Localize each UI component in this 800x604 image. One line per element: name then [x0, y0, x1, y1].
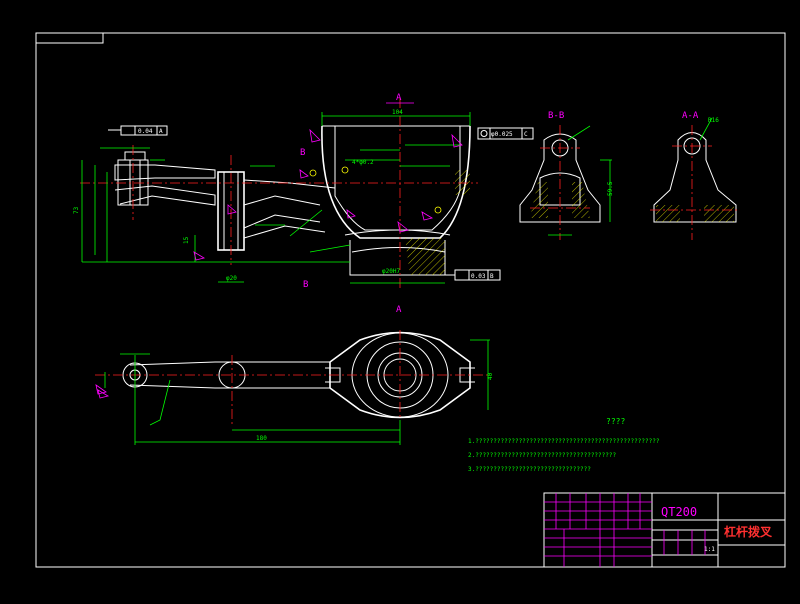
tol-flatness-value: 0.04 [138, 128, 153, 135]
tol-position-datum: C [524, 131, 528, 138]
tol-position-value: φ0.025 [491, 131, 513, 138]
part-name-label: 杠杆拨叉 [724, 524, 773, 539]
tolerance-frame-side: 0.03 B [445, 269, 501, 281]
section-view-a-a: A-A R16 [650, 111, 740, 240]
section-b-top: B [300, 148, 305, 158]
tolerance-frame-position: φ0.025 C [477, 127, 534, 140]
dim-180: 180 [256, 435, 267, 442]
drawing-border [35, 32, 786, 568]
dim-phi20: φ20 [226, 275, 237, 282]
dim-73: 73 [73, 206, 80, 214]
section-a-bottom: A [396, 305, 402, 315]
tol-side-value: 0.03 [471, 273, 486, 280]
dim-40: 40 [487, 372, 494, 380]
corner-tag-box [35, 32, 104, 44]
tol-flatness-datum: A [159, 128, 163, 135]
front-view: 104 73 15 φ20 φ20H7 4*φ0.2 [73, 98, 478, 290]
section-b-bottom: B [303, 280, 308, 290]
dim-r16: R16 [708, 117, 719, 124]
dim-15: 15 [183, 236, 190, 244]
dim-104: 104 [392, 109, 403, 116]
section-a-top: A [396, 93, 402, 103]
technical-requirements: ???? 1.?????????????????????????????????… [468, 417, 660, 473]
dim-phi20h7: φ20H7 [382, 268, 400, 275]
view-a-title: A-A [682, 111, 699, 121]
tolerance-frame-flatness: 0.04 A [108, 125, 168, 136]
tol-side-datum: B [490, 273, 494, 280]
view-b-title: B-B [548, 111, 564, 121]
note-3: 3.???????????????????????????????? [468, 466, 591, 473]
notes-title: ???? [606, 417, 625, 426]
section-view-b-b: B-B 59.5 [519, 111, 614, 240]
top-view: 180 40 [95, 330, 494, 445]
dim-4-phi: 4*φ0.2 [352, 159, 374, 166]
scale-label: 1:1 [704, 546, 715, 553]
note-1: 1.??????????????????????????????????????… [468, 438, 660, 445]
material-label: QT200 [661, 505, 697, 519]
dim-59-5: 59.5 [607, 181, 614, 196]
note-2: 2.??????????????????????????????????????… [468, 452, 616, 459]
title-block: QT200 杠杆拨叉 1:1 [543, 492, 786, 568]
